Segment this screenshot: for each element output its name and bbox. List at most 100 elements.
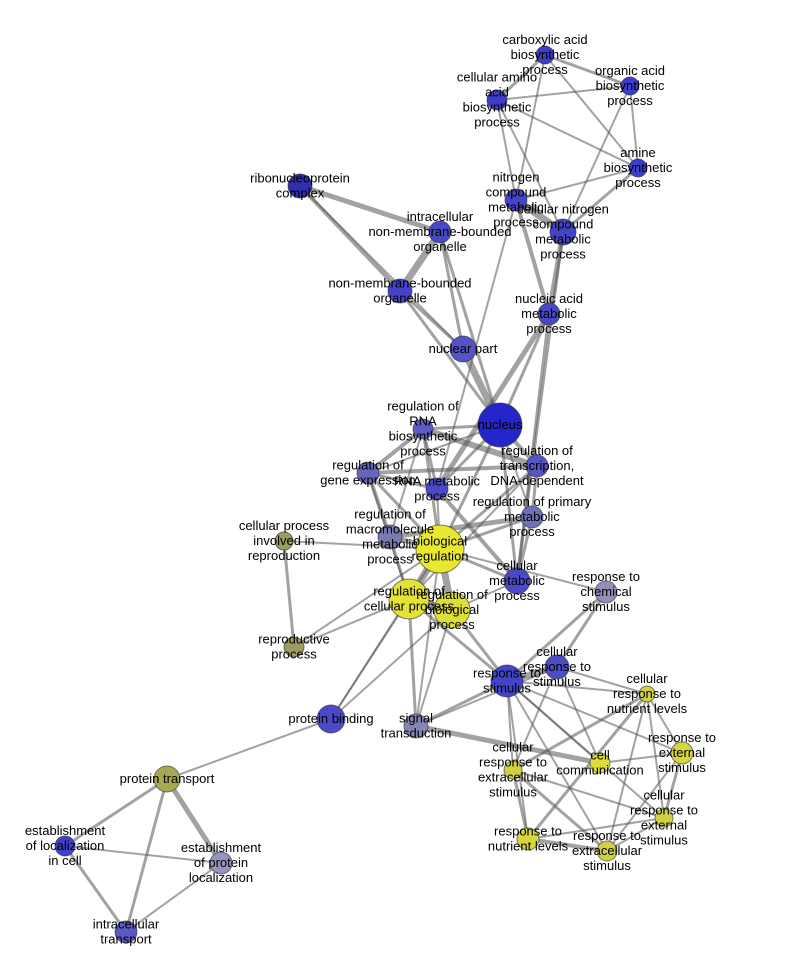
- edge-cellular-response-to-extracellular-stimulus--cellular-response-to-external-stimulus: [512, 769, 665, 819]
- edge-amine-biosynthetic-process--cellular-nitrogen-compound-metabolic-process: [561, 166, 640, 234]
- edge-establishment-of-localization-in-cell--establishment-of-protein-localization: [64, 845, 222, 864]
- edge-regulation-of-primary-metabolic-process--regulation-of-macromolecule-metabolic-process: [387, 514, 535, 540]
- edge-protein-transport--establishment-of-protein-localization: [164, 776, 224, 866]
- node-cellular-response-to-stimulus[interactable]: [544, 654, 570, 680]
- node-intracellular-non-membrane-bounded-organelle[interactable]: [428, 220, 452, 244]
- edge-regulation-of-cellular-process--response-to-stimulus: [407, 597, 509, 683]
- node-establishment-of-localization-in-cell[interactable]: [54, 835, 76, 857]
- node-rna-metabolic-process[interactable]: [425, 477, 449, 501]
- node-non-membrane-bounded-organelle[interactable]: [387, 278, 413, 304]
- edge-carboxylic-acid-biosynthetic-process--nitrogen-compound-metabolic-process: [515, 54, 546, 201]
- edge-protein-binding--biological-regulation: [330, 548, 441, 720]
- edge-establishment-of-protein-localization--intracellular-transport: [125, 862, 222, 933]
- node-nucleus[interactable]: [477, 402, 523, 448]
- node-cellular-response-to-nutrient-levels[interactable]: [638, 685, 656, 703]
- edge-response-to-nutrient-levels--cellular-response-to-external-stimulus: [527, 817, 665, 840]
- edge-organic-acid-biosynthetic-process--cellular-amino-acid-biosynthetic-process: [496, 85, 631, 101]
- edge-amine-biosynthetic-process--nitrogen-compound-metabolic-process: [515, 167, 639, 201]
- edge-protein-binding--regulation-of-biological-process: [330, 609, 453, 720]
- edge-layer: [63, 53, 684, 934]
- edge-cellular-response-to-stimulus--signal-transduction: [415, 666, 558, 727]
- edge-cellular-amino-acid-biosynthetic-process--nitrogen-compound-metabolic-process: [496, 99, 517, 201]
- edge-reproductive-process--biological-regulation: [293, 548, 441, 648]
- node-nucleic-acid-metabolic-process[interactable]: [537, 302, 561, 326]
- node-response-to-external-stimulus[interactable]: [670, 741, 694, 765]
- node-response-to-nutrient-levels[interactable]: [516, 827, 540, 851]
- edge-cellular-response-to-extracellular-stimulus--response-to-extracellular-stimulus: [511, 768, 609, 853]
- node-cellular-process-involved-in-reproduction[interactable]: [274, 531, 294, 551]
- edge-response-to-stimulus--cellular-response-to-nutrient-levels: [506, 680, 648, 695]
- edge-response-to-external-stimulus--cell-communication: [599, 752, 683, 764]
- node-response-to-chemical-stimulus[interactable]: [594, 580, 618, 604]
- node-reproductive-process[interactable]: [283, 636, 305, 658]
- edge-reproductive-process--regulation-of-cellular-process: [293, 598, 410, 648]
- node-signal-transduction[interactable]: [403, 713, 429, 739]
- node-protein-transport[interactable]: [153, 765, 181, 793]
- node-cellular-amino-acid-biosynthetic-process[interactable]: [486, 89, 508, 111]
- node-regulation-of-rna-biosynthetic-process[interactable]: [412, 418, 434, 440]
- node-cellular-metabolic-process[interactable]: [503, 567, 531, 595]
- node-regulation-of-cellular-process[interactable]: [388, 578, 430, 620]
- edge-response-to-extracellular-stimulus--cellular-response-to-external-stimulus: [606, 817, 665, 852]
- label-nucleus: nucleus: [478, 417, 523, 432]
- edge-ribonucleoprotein-complex--intracellular-non-membrane-bounded-organelle: [297, 183, 443, 235]
- node-regulation-of-transcription-dna-dependent[interactable]: [525, 454, 549, 478]
- node-nitrogen-compound-metabolic-process[interactable]: [504, 188, 528, 212]
- node-intracellular-transport[interactable]: [114, 920, 138, 944]
- edge-carboxylic-acid-biosynthetic-process--cellular-amino-acid-biosynthetic-process: [495, 53, 547, 102]
- node-nuclear-part[interactable]: [449, 335, 477, 363]
- edge-organic-acid-biosynthetic-process--cellular-nitrogen-compound-metabolic-process: [562, 85, 631, 233]
- node-ribonucleoprotein-complex[interactable]: [287, 173, 313, 199]
- node-organic-acid-biosynthetic-process[interactable]: [620, 76, 640, 96]
- edge-nitrogen-compound-metabolic-process--nucleic-acid-metabolic-process: [514, 198, 551, 316]
- edge-response-to-stimulus--cellular-response-to-external-stimulus: [506, 680, 665, 819]
- node-regulation-of-primary-metabolic-process[interactable]: [520, 505, 544, 529]
- edge-response-to-stimulus--response-to-chemical-stimulus: [505, 590, 608, 683]
- edge-cellular-response-to-nutrient-levels--cellular-response-to-extracellular-stimulus: [511, 692, 649, 772]
- node-protein-binding[interactable]: [316, 704, 346, 734]
- edge-cellular-process-involved-in-reproduction--biological-regulation: [283, 540, 441, 550]
- edge-cellular-response-to-stimulus--cellular-response-to-nutrient-levels: [556, 666, 648, 695]
- edge-signal-transduction--regulation-of-cellular-process: [407, 597, 418, 728]
- node-response-to-stimulus[interactable]: [490, 664, 524, 698]
- node-carboxylic-acid-biosynthetic-process[interactable]: [535, 45, 555, 65]
- edge-nucleus--cellular-metabolic-process: [498, 423, 519, 583]
- edge-carboxylic-acid-biosynthetic-process--amine-biosynthetic-process: [544, 54, 639, 169]
- node-cellular-response-to-external-stimulus[interactable]: [654, 808, 674, 828]
- node-biological-regulation[interactable]: [415, 524, 465, 574]
- edge-regulation-of-transcription-dna-dependent--regulation-of-gene-expression: [366, 464, 539, 475]
- edge-cell-communication--signal-transduction: [413, 723, 603, 766]
- label-nuclear-part: nuclear part: [429, 341, 498, 356]
- edge-protein-binding--protein-transport: [166, 718, 332, 780]
- node-regulation-of-biological-process[interactable]: [433, 591, 471, 629]
- label-protein-transport: protein transport: [120, 771, 215, 786]
- edge-cellular-amino-acid-biosynthetic-process--cellular-nitrogen-compound-metabolic-process: [496, 99, 564, 233]
- edge-intracellular-non-membrane-bounded-organelle--nuclear-part: [438, 230, 465, 351]
- edge-protein-transport--establishment-of-localization-in-cell: [63, 777, 169, 848]
- node-cellular-nitrogen-compound-metabolic-process[interactable]: [549, 218, 577, 246]
- node-amine-biosynthetic-process[interactable]: [628, 158, 648, 178]
- node-regulation-of-macromolecule-metabolic-process[interactable]: [377, 524, 403, 550]
- edge-cellular-amino-acid-biosynthetic-process--amine-biosynthetic-process: [496, 99, 639, 169]
- edge-cellular-response-to-extracellular-stimulus--response-to-nutrient-levels: [511, 768, 530, 841]
- node-regulation-of-gene-expression[interactable]: [356, 461, 380, 485]
- node-cell-communication[interactable]: [589, 752, 611, 774]
- node-response-to-extracellular-stimulus[interactable]: [596, 840, 618, 862]
- node-establishment-of-protein-localization[interactable]: [209, 851, 233, 875]
- edge-cellular-process-involved-in-reproduction--reproductive-process: [282, 539, 296, 649]
- node-cellular-response-to-extracellular-stimulus[interactable]: [503, 760, 523, 780]
